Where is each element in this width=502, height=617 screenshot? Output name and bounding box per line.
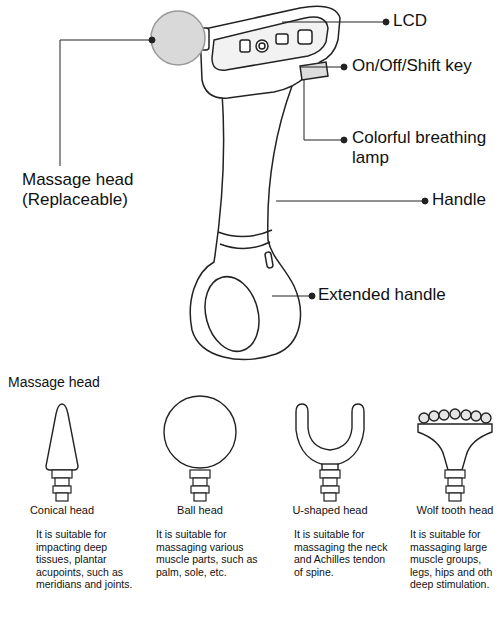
massage-gun [151, 6, 340, 359]
head-name: Conical head [30, 504, 94, 517]
head-description: It is suitable for massaging the neck an… [294, 528, 394, 578]
head-description: It is suitable for massaging large muscl… [410, 528, 498, 591]
part-label: Handle [432, 190, 486, 210]
head-name: Wolf tooth head [417, 504, 494, 517]
part-label: Extended handle [318, 285, 446, 305]
head-name: Ball head [177, 504, 223, 517]
part-label: On/Off/Shift key [352, 56, 472, 76]
head-description: It is suitable for massaging various mus… [156, 528, 260, 578]
head-illustrations [46, 396, 492, 501]
part-label: Massage head (Replaceable) [22, 170, 182, 211]
head-description: It is suitable for impacting deep tissue… [36, 528, 140, 591]
part-label: Colorful breathing lamp [352, 128, 492, 169]
section-heading: Massage head [8, 374, 100, 391]
head-name: U-shaped head [292, 504, 367, 517]
part-label: LCD [393, 11, 427, 31]
